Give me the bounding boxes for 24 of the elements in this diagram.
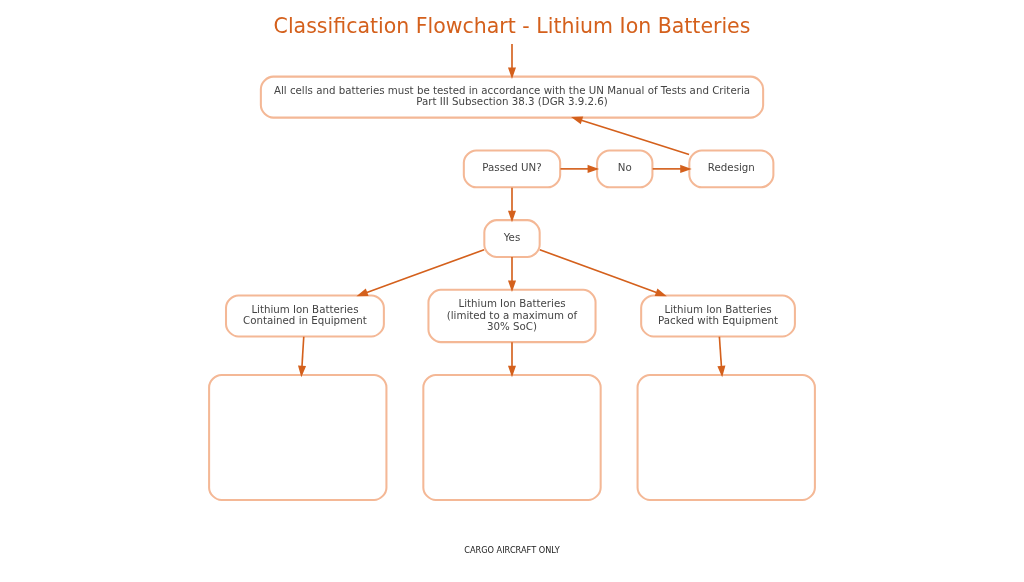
arrow [559, 164, 600, 173]
node-box [636, 373, 816, 501]
arrow [717, 335, 726, 378]
diagram-title: Classification Flowchart - Lithium Ion Batteries [273, 13, 751, 38]
arrow [507, 256, 517, 293]
arrow [507, 186, 517, 223]
node-box: No [596, 149, 654, 189]
arrow [507, 341, 517, 378]
node-box: Passed UN? [462, 149, 562, 189]
arrow [507, 43, 517, 79]
node-box: Lithium Ion Batteries Packed with Equipment [640, 294, 796, 338]
node-box [422, 373, 602, 501]
node-box: Lithium Ion Batteries Contained in Equipment [225, 294, 385, 338]
arrow [651, 164, 692, 173]
node-box: Yes [483, 219, 541, 259]
label: CARGO AIRCRAFT ONLY [464, 545, 560, 556]
arrow [538, 248, 667, 297]
node-box [208, 373, 388, 501]
arrow [571, 116, 690, 156]
node-box: Redesign [688, 149, 775, 189]
arrow [298, 335, 307, 378]
node-box: All cells and batteries must be tested in accordance with the UN Manual of Tests and Criteria Part III Subsection 38.3 (DGR 3.9.2.6) [259, 75, 765, 119]
arrow [356, 248, 485, 297]
node-box: Lithium Ion Batteries (limited to a maximum of 30% SoC) [427, 288, 597, 344]
